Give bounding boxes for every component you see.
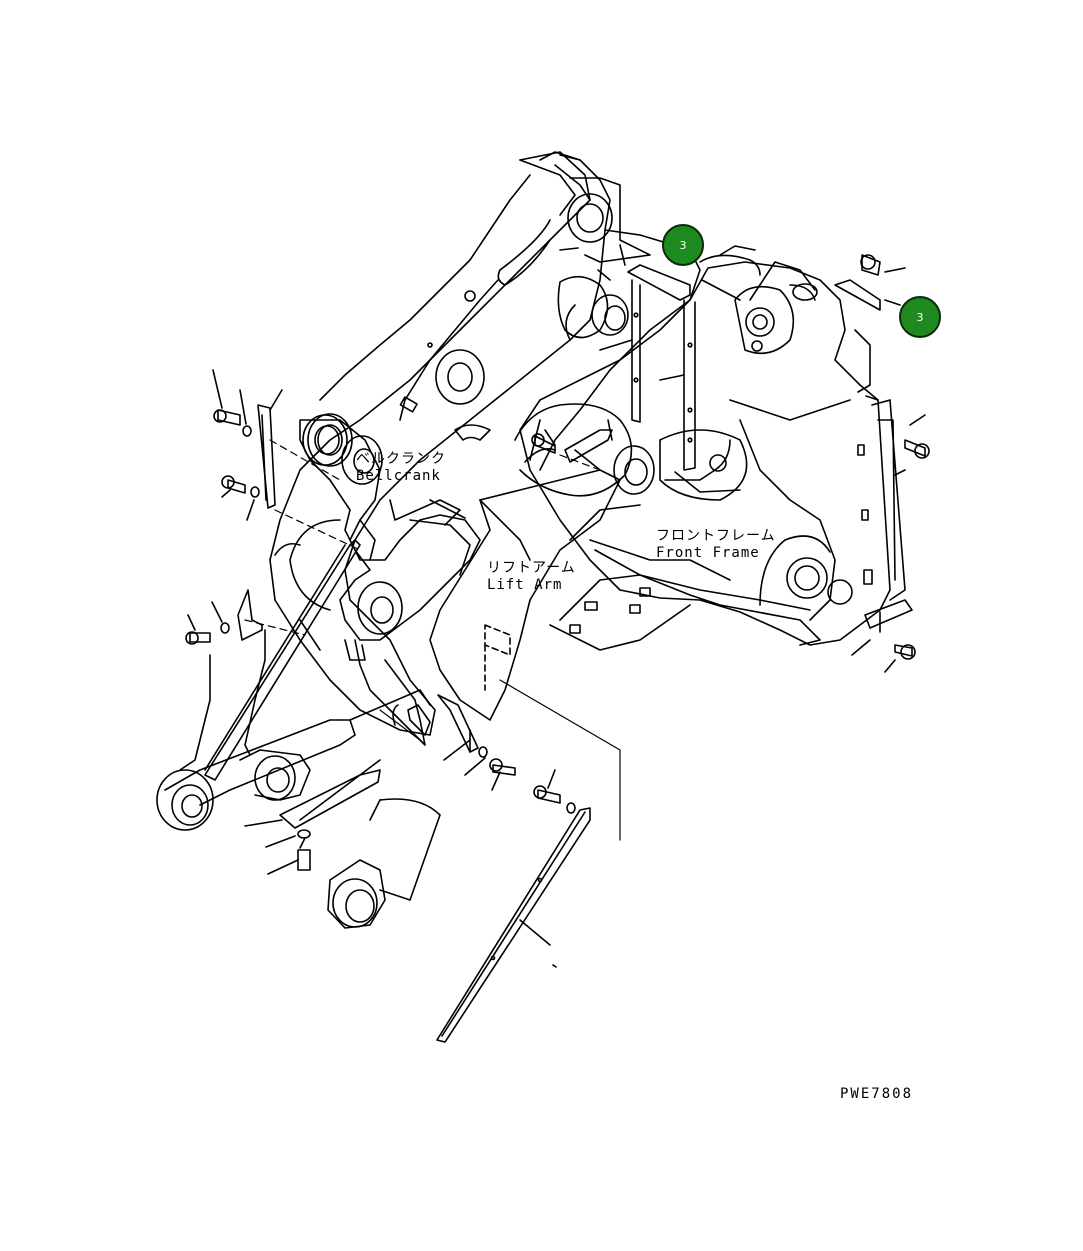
reference-lines — [244, 439, 601, 636]
lift-arm — [269, 151, 761, 736]
leader-lines — [379, 679, 621, 841]
front-frame — [519, 261, 913, 651]
callout-marker[interactable]: 3 — [899, 296, 941, 338]
drawing-code: PWE7808 — [840, 1086, 914, 1102]
bellcrank-label-jp: ベルクランク — [356, 451, 446, 467]
lower-links — [156, 539, 441, 929]
lift-arm-label: リフトアーム Lift Arm — [487, 560, 576, 594]
front-frame-label-jp: フロントフレーム — [656, 528, 776, 544]
bellcrank-label-en: Bellcrank — [356, 468, 441, 484]
bellcrank-label: ベルクランク Bellcrank — [356, 451, 446, 485]
front-frame-label: フロントフレーム Front Frame — [656, 528, 776, 562]
callout-marker[interactable]: 3 — [662, 224, 704, 266]
lift-arm-label-en: Lift Arm — [487, 577, 563, 593]
cover-strip — [436, 807, 591, 1043]
front-frame-label-en: Front Frame — [656, 545, 760, 561]
lift-arm-label-jp: リフトアーム — [487, 560, 576, 576]
